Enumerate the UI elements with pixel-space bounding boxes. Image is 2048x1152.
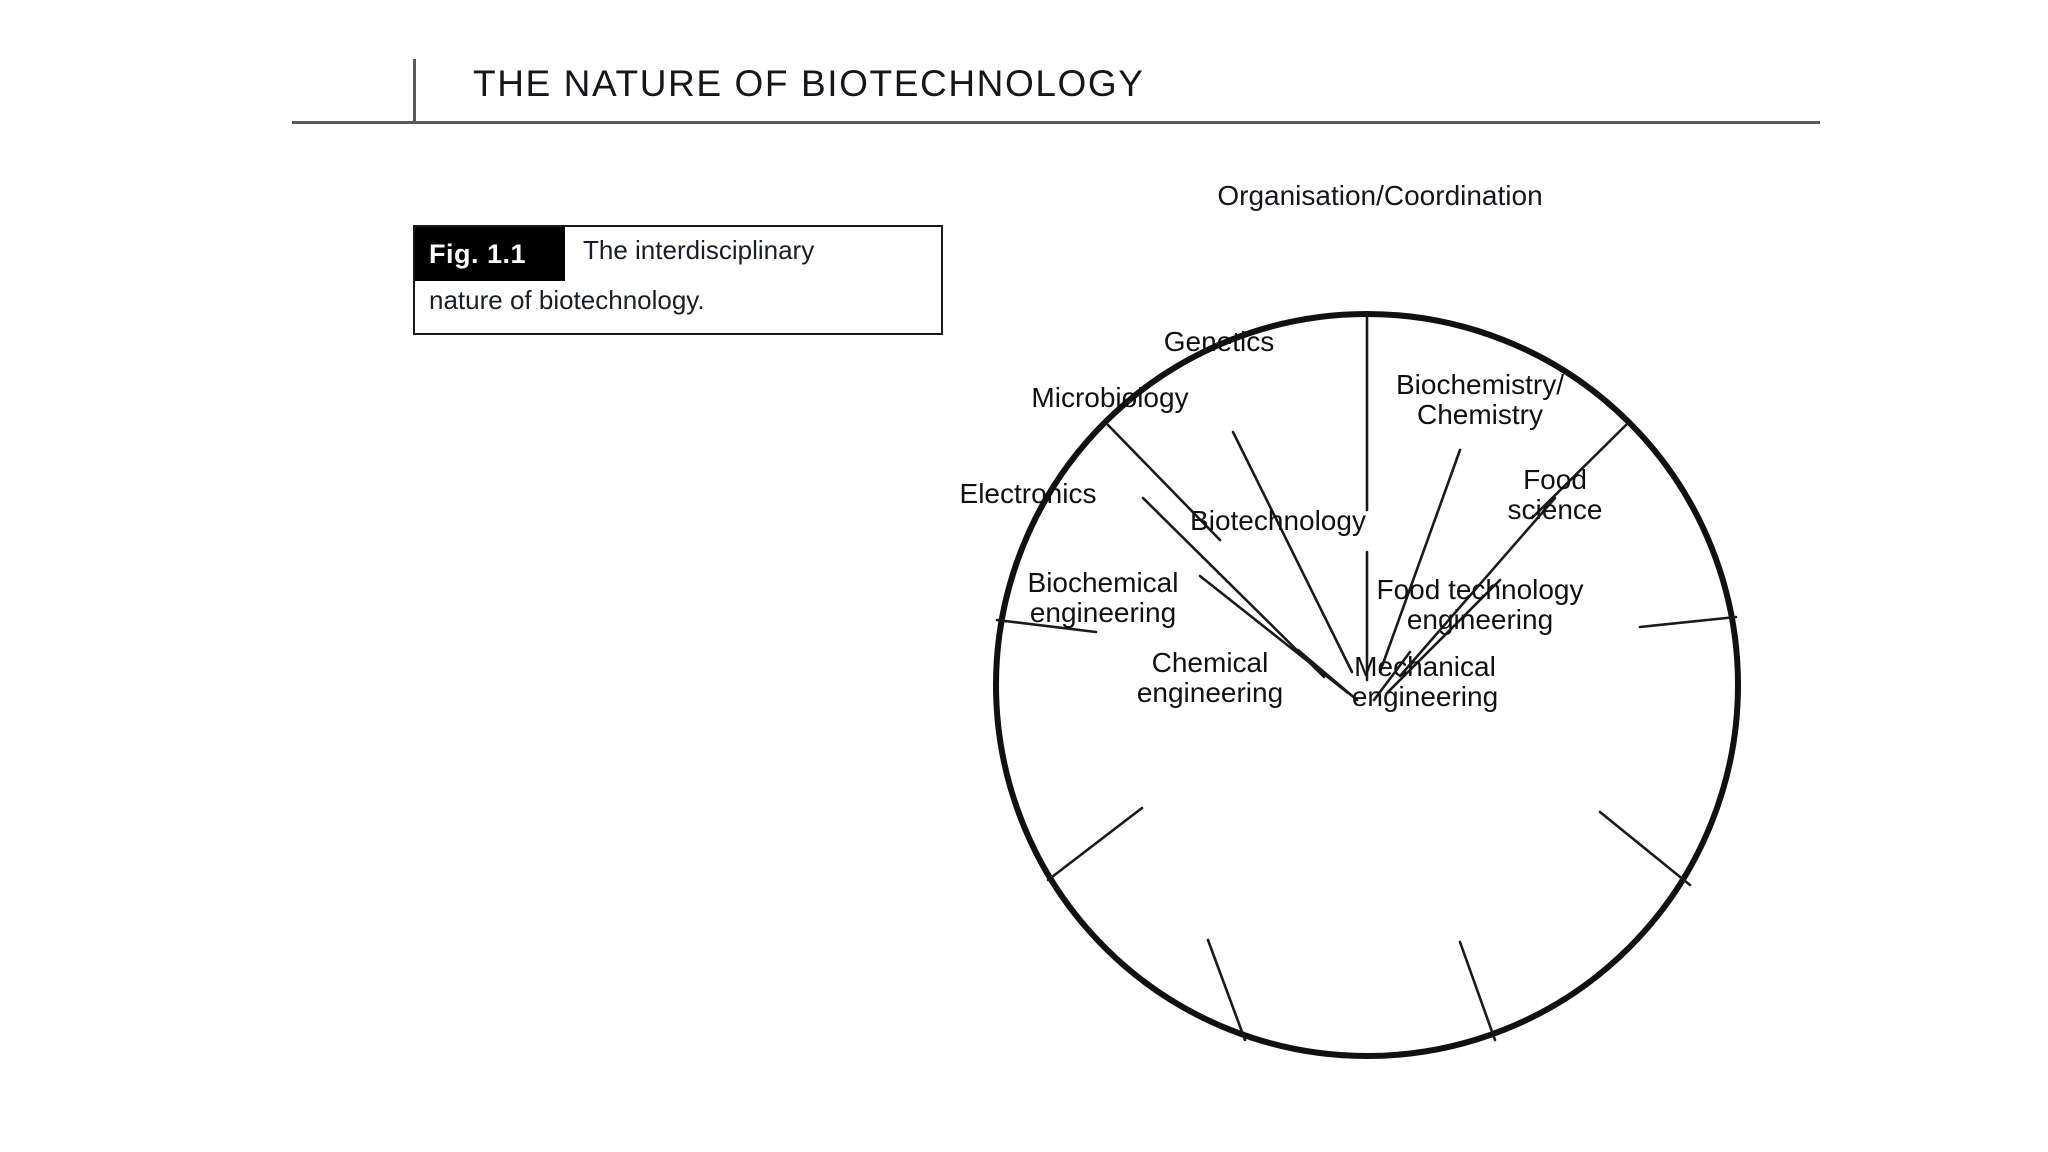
wheel-node-genetics-label: Genetics xyxy=(1163,326,1275,357)
spoke-hub-biochemistry xyxy=(1378,448,1462,674)
spoke-rim-microbiology xyxy=(1106,423,1222,542)
spoke-hub-chemical-engineering xyxy=(1296,648,1359,702)
spoke-rim-biochemical-engineering xyxy=(1046,806,1144,882)
spoke-rim-food-technology-engineering xyxy=(1598,810,1692,887)
wheel-node-chemical-engineering-line-2: engineering xyxy=(1136,676,1284,708)
wheel-node-food-technology-engineering-line-1: Food technology xyxy=(1376,574,1584,605)
wheel-node-biotechnology-label: Biotechnology xyxy=(1190,505,1366,536)
figure-caption-line-1: The interdisciplinary xyxy=(583,235,815,265)
wheel-inner-spokes xyxy=(1141,430,1557,702)
spoke-rim-food-science xyxy=(1638,615,1738,629)
wheel-node-biochemistry-line-1: Biochemistry/ xyxy=(1395,369,1565,400)
header-horizontal-rule xyxy=(292,121,1820,124)
wheel-outer-label-organisation-coordination: Organisation/Coordination xyxy=(1217,180,1543,211)
spoke-rim-mechanical-engineering xyxy=(1458,940,1497,1042)
wheel-outer-spokes xyxy=(995,312,1738,1042)
header-vertical-divider xyxy=(413,59,416,123)
wheel-node-electronics: Electronics xyxy=(908,478,1148,509)
wheel-graphic xyxy=(993,311,1741,1059)
figure-caption-box: Fig. 1.1 The interdisciplinary nature of… xyxy=(413,225,943,335)
figure-caption-line-2: nature of biotechnology. xyxy=(429,285,705,315)
wheel-node-mechanical-engineering-line-1: Mechanical xyxy=(1354,651,1496,682)
wheel-node-chemical-engineering-line-1: Chemical xyxy=(1151,647,1269,678)
wheel-node-biochemical-engineering-line-1: Biochemical xyxy=(1027,567,1179,598)
biotechnology-wheel-diagram: Organisation/Coordination xyxy=(900,180,1860,1110)
wheel-node-food-technology-engineering-line-2: engineering xyxy=(1406,603,1554,635)
wheel-node-microbiology: Microbiology xyxy=(970,382,1250,413)
wheel-node-food-technology-engineering: Food technology engineering xyxy=(1330,575,1630,634)
spoke-hub-mechanical-engineering xyxy=(1372,650,1412,702)
wheel-node-microbiology-label: Microbiology xyxy=(1031,382,1189,413)
wheel-node-biotechnology-center: Biotechnology xyxy=(1148,505,1408,536)
spoke-rim-chemical-engineering xyxy=(1206,938,1247,1042)
spoke-hub-biochemical-engineering xyxy=(1198,574,1350,695)
wheel-node-biochemical-engineering: Biochemical engineering xyxy=(978,568,1228,627)
wheel-node-chemical-engineering: Chemical engineering xyxy=(1080,648,1340,707)
wheel-node-mechanical-engineering-line-2: engineering xyxy=(1351,680,1499,712)
wheel-node-food-science: Food science xyxy=(1440,465,1670,524)
spoke-hub-food-technology-engineering xyxy=(1385,578,1502,695)
spoke-hub-food-science xyxy=(1398,496,1557,678)
wheel-node-electronics-label: Electronics xyxy=(959,478,1097,509)
wheel-node-biochemical-engineering-line-2: engineering xyxy=(1029,596,1177,628)
page-header: THE NATURE OF BIOTECHNOLOGY xyxy=(0,0,2048,140)
spoke-hub-microbiology xyxy=(1231,430,1354,674)
spoke-rim-biochemistry xyxy=(1530,423,1628,520)
wheel-node-genetics: Genetics xyxy=(1099,326,1339,357)
spoke-rim-electronics xyxy=(995,618,1098,634)
figure-number-tag: Fig. 1.1 xyxy=(415,227,565,281)
wheel-node-biochemistry-line-2: Chemistry xyxy=(1416,398,1543,430)
wheel-node-biochemistry-chemistry: Biochemistry/ Chemistry xyxy=(1340,370,1620,429)
spoke-hub-electronics xyxy=(1141,496,1326,679)
wheel-node-food-science-line-2: science xyxy=(1507,493,1603,525)
page-title: THE NATURE OF BIOTECHNOLOGY xyxy=(473,63,1145,104)
wheel-node-mechanical-engineering: Mechanical engineering xyxy=(1300,652,1550,711)
wheel-node-food-science-line-1: Food xyxy=(1523,464,1587,495)
